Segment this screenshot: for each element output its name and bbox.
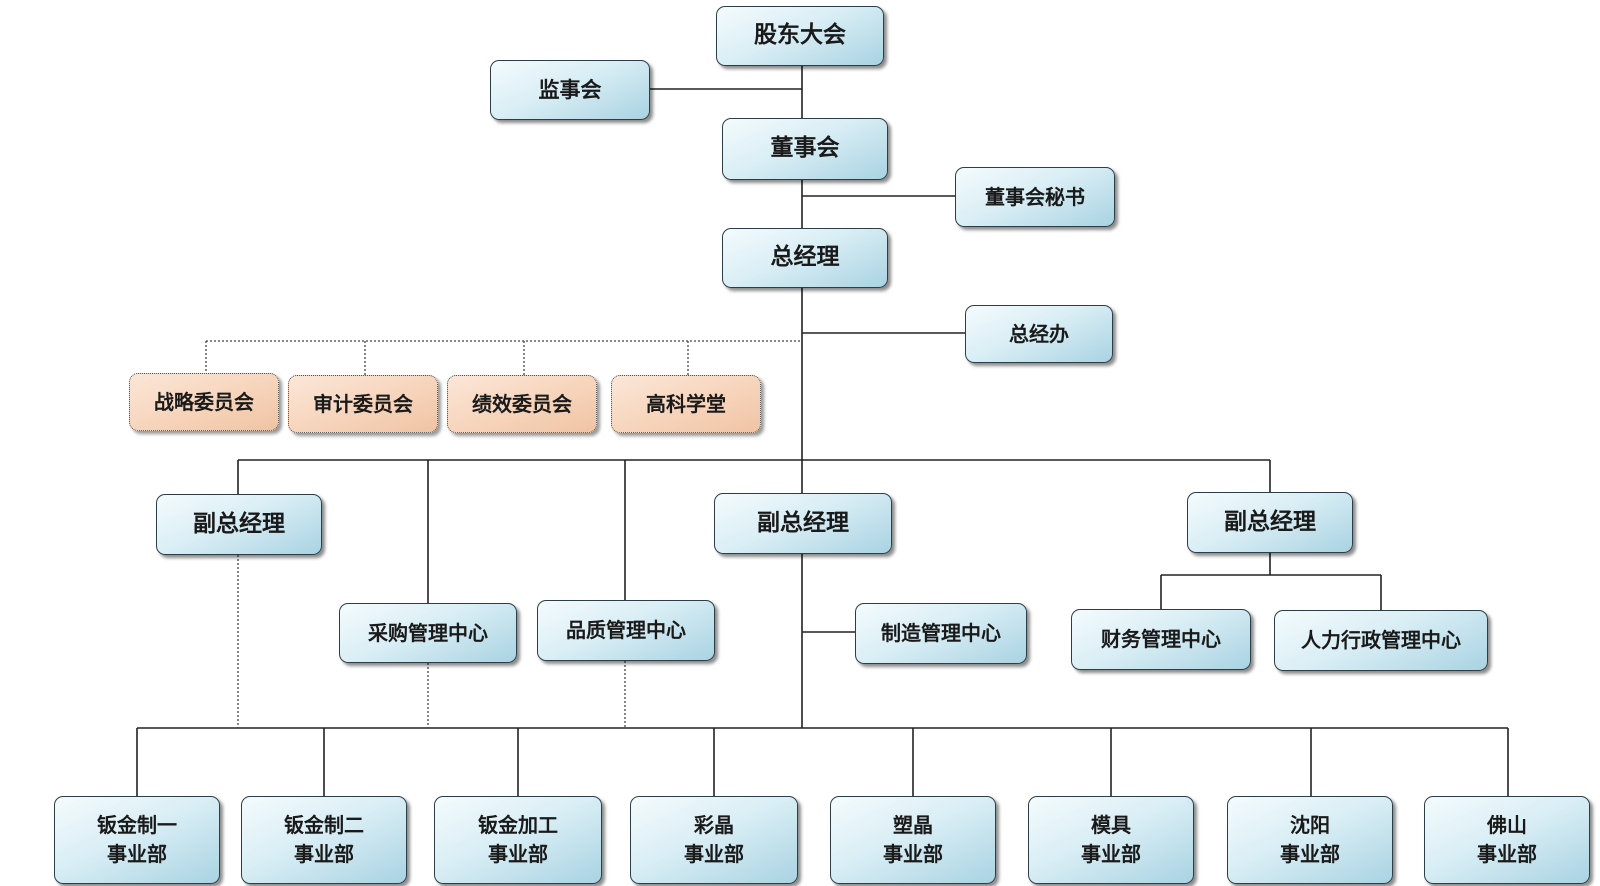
business-unit-name: 塑晶 bbox=[893, 813, 933, 837]
quality-label: 品质管理中心 bbox=[566, 618, 686, 642]
committee-label: 战略委员会 bbox=[154, 389, 254, 414]
deputy-gm-right-node: 副总经理 bbox=[1187, 492, 1353, 553]
procurement-label: 采购管理中心 bbox=[368, 620, 488, 645]
business-unit-name: 钣金制一 bbox=[97, 813, 177, 837]
business-unit-name: 钣金加工 bbox=[478, 813, 558, 837]
business-unit-suffix: 事业部 bbox=[883, 842, 943, 866]
business-unit-suffix: 事业部 bbox=[1477, 842, 1537, 866]
supervisors-label: 监事会 bbox=[538, 77, 602, 102]
business-unit-name: 佛山 bbox=[1487, 813, 1527, 837]
business-unit-node: 沈阳 事业部 bbox=[1227, 796, 1393, 884]
business-unit-node: 钣金制一 事业部 bbox=[54, 796, 220, 884]
manufacturing-label: 制造管理中心 bbox=[881, 621, 1001, 645]
committee-node: 审计委员会 bbox=[288, 375, 438, 433]
business-unit-node: 钣金制二 事业部 bbox=[241, 796, 407, 884]
committee-node: 绩效委员会 bbox=[447, 375, 597, 433]
business-unit-suffix: 事业部 bbox=[1280, 842, 1340, 866]
business-unit-node: 塑晶 事业部 bbox=[830, 796, 996, 884]
deputy-gm-label: 副总经理 bbox=[193, 510, 285, 537]
business-unit-suffix: 事业部 bbox=[488, 842, 548, 866]
general-manager-label: 总经理 bbox=[770, 244, 840, 271]
manufacturing-center-node: 制造管理中心 bbox=[855, 603, 1027, 664]
quality-center-node: 品质管理中心 bbox=[537, 600, 715, 661]
finance-center-node: 财务管理中心 bbox=[1071, 609, 1251, 670]
board-of-directors-node: 董事会 bbox=[722, 118, 888, 180]
business-unit-suffix: 事业部 bbox=[107, 842, 167, 866]
shareholders-meeting-node: 股东大会 bbox=[716, 6, 884, 66]
business-unit-name: 彩晶 bbox=[694, 813, 734, 837]
business-unit-name: 钣金制二 bbox=[284, 813, 364, 837]
business-unit-name: 沈阳 bbox=[1290, 813, 1330, 837]
business-unit-node: 彩晶 事业部 bbox=[630, 796, 798, 884]
committee-node: 高科学堂 bbox=[611, 375, 761, 433]
business-unit-node: 模具 事业部 bbox=[1028, 796, 1194, 884]
committee-label: 高科学堂 bbox=[646, 391, 726, 416]
deputy-gm-left-node: 副总经理 bbox=[156, 494, 322, 555]
procurement-center-node: 采购管理中心 bbox=[339, 603, 517, 663]
committee-label: 审计委员会 bbox=[313, 391, 413, 416]
general-manager-node: 总经理 bbox=[722, 228, 888, 288]
deputy-gm-center-node: 副总经理 bbox=[714, 493, 892, 554]
shareholders-label: 股东大会 bbox=[754, 22, 846, 49]
hr-admin-center-node: 人力行政管理中心 bbox=[1274, 610, 1488, 671]
hr-admin-label: 人力行政管理中心 bbox=[1301, 628, 1461, 652]
board-secretary-label: 董事会秘书 bbox=[985, 184, 1085, 209]
committee-node: 战略委员会 bbox=[129, 373, 279, 431]
business-unit-node: 佛山 事业部 bbox=[1424, 796, 1590, 884]
gm-office-label: 总经办 bbox=[1009, 321, 1069, 346]
business-unit-node: 钣金加工 事业部 bbox=[434, 796, 602, 884]
business-unit-suffix: 事业部 bbox=[684, 842, 744, 866]
gm-office-node: 总经办 bbox=[965, 305, 1113, 363]
finance-label: 财务管理中心 bbox=[1101, 627, 1221, 651]
deputy-gm-label: 副总经理 bbox=[757, 509, 849, 536]
board-label: 董事会 bbox=[770, 135, 840, 162]
board-secretary-node: 董事会秘书 bbox=[955, 167, 1115, 227]
business-unit-suffix: 事业部 bbox=[294, 842, 354, 866]
deputy-gm-label: 副总经理 bbox=[1224, 508, 1316, 535]
business-unit-suffix: 事业部 bbox=[1081, 842, 1141, 866]
business-unit-name: 模具 bbox=[1091, 813, 1131, 837]
committee-label: 绩效委员会 bbox=[472, 391, 572, 416]
supervisory-board-node: 监事会 bbox=[490, 60, 650, 120]
